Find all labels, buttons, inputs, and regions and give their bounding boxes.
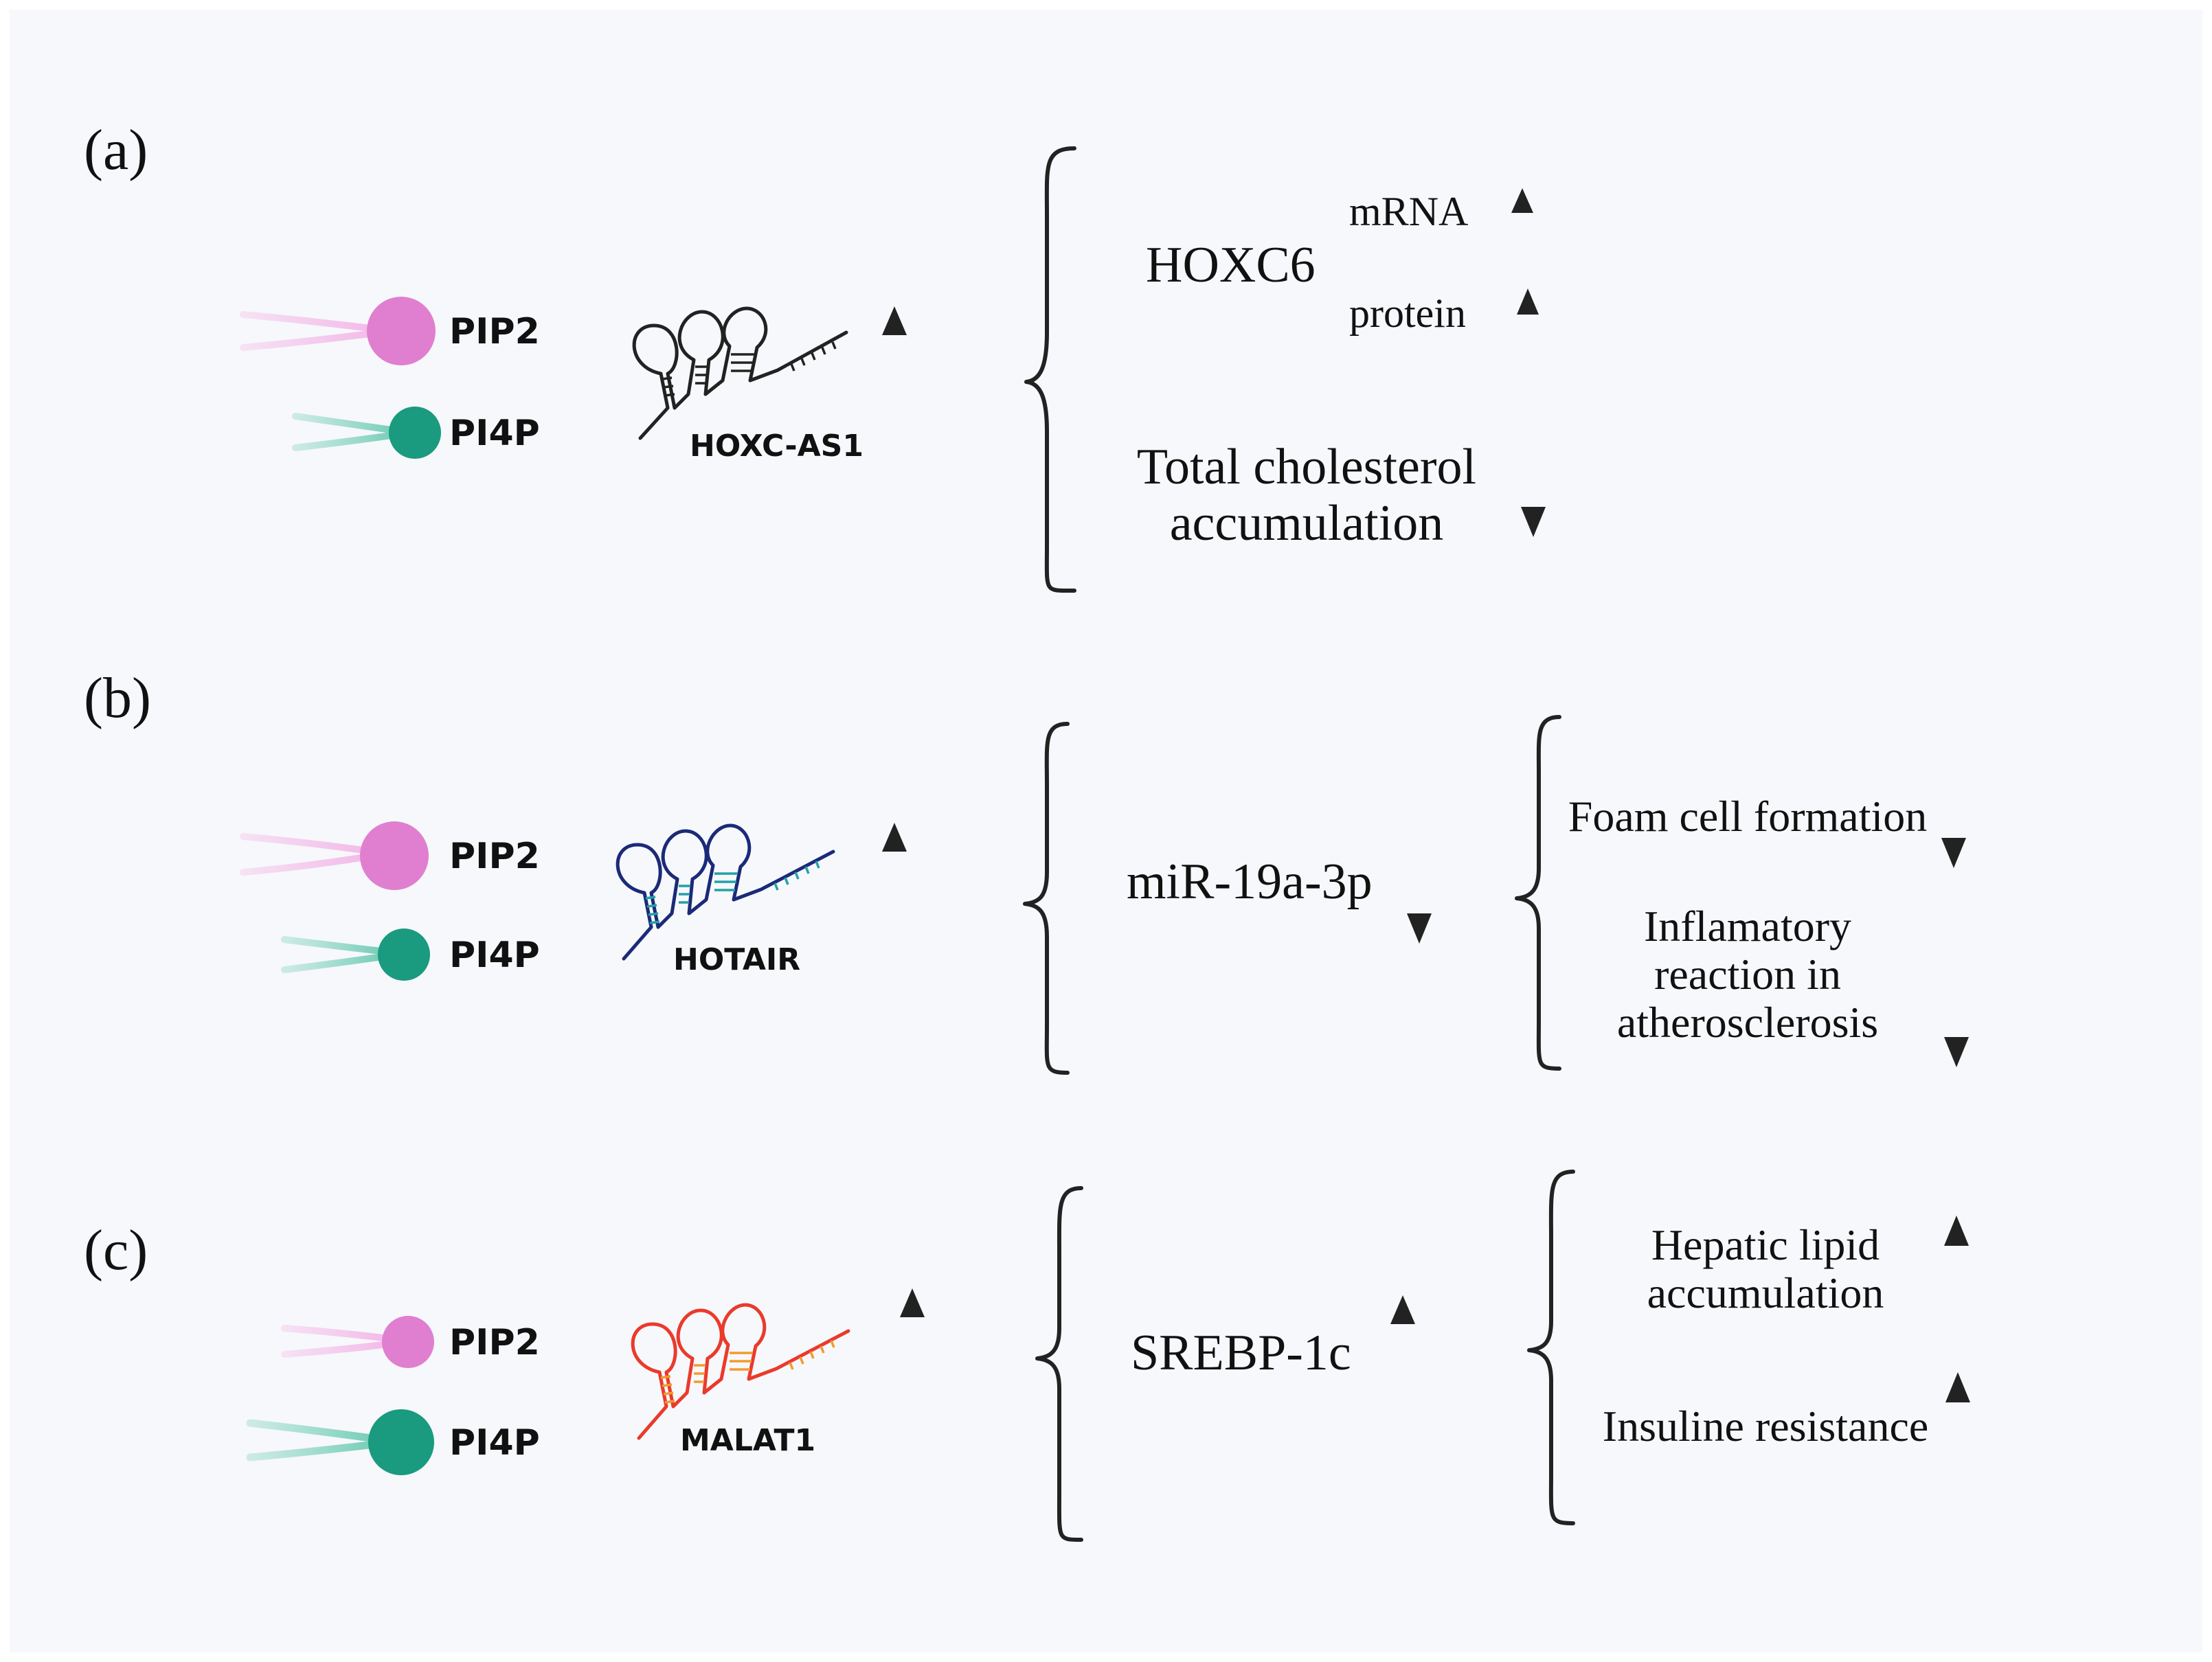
panel-a-brace bbox=[1024, 146, 1076, 593]
panel-c-brace-1 bbox=[1035, 1186, 1083, 1542]
pip2-lipid-icon bbox=[240, 821, 429, 890]
pi4p-lipid-icon bbox=[246, 1409, 434, 1475]
figure-canvas: (a) PIP2 PI4P HOXC-AS1 bbox=[84, 118, 1970, 1542]
hoxc-as1-up-arrow bbox=[882, 306, 907, 463]
panel-c-label: (c) bbox=[84, 1218, 148, 1282]
mir19a-down-arrow bbox=[1407, 809, 1432, 944]
panel-c-brace-2 bbox=[1527, 1170, 1575, 1525]
panel-c: (c) PIP2 PI4P MALAT1 bbox=[84, 1170, 1970, 1542]
foam-cell-down-arrow bbox=[1941, 732, 1966, 868]
mir19a-label: miR-19a-3p bbox=[1127, 854, 1373, 910]
panel-b-brace-1 bbox=[1023, 722, 1070, 1075]
malat1-label: MALAT1 bbox=[680, 1423, 815, 1458]
foam-cell-label: Foam cell formation bbox=[1568, 792, 1928, 841]
pi4p-lipid-icon bbox=[292, 407, 441, 459]
panel-a: (a) PIP2 PI4P HOXC-AS1 bbox=[84, 118, 1546, 593]
panel-b-brace-2 bbox=[1515, 715, 1561, 1071]
figure-background: (a) PIP2 PI4P HOXC-AS1 bbox=[10, 10, 2202, 1652]
hotair-up-arrow bbox=[882, 823, 907, 978]
protein-label: protein bbox=[1349, 291, 1466, 336]
srebp1c-label: SREBP-1c bbox=[1131, 1325, 1351, 1381]
pi4p-lipid-icon bbox=[281, 929, 430, 981]
malat1-lncrna-icon bbox=[631, 1303, 850, 1440]
inflammatory-label-line1: Inflamatory bbox=[1644, 902, 1851, 950]
pip2-label: PIP2 bbox=[449, 311, 540, 352]
panel-b: (b) PIP2 PI4P HOTAIR bbox=[84, 666, 1969, 1075]
panel-a-label: (a) bbox=[84, 118, 148, 182]
pi4p-label: PI4P bbox=[449, 935, 540, 976]
pi4p-label: PI4P bbox=[449, 413, 540, 454]
panel-b-label: (b) bbox=[84, 666, 151, 730]
hotair-label: HOTAIR bbox=[673, 942, 800, 977]
pip2-label: PIP2 bbox=[449, 836, 540, 877]
mrna-label: mRNA bbox=[1349, 189, 1468, 234]
protein-up-arrow bbox=[1517, 288, 1539, 353]
pip2-label: PIP2 bbox=[449, 1322, 540, 1363]
pi4p-label: PI4P bbox=[449, 1422, 540, 1464]
cholesterol-down-arrow bbox=[1521, 400, 1546, 537]
hepatic-lipid-label-line1: Hepatic lipid bbox=[1651, 1220, 1880, 1269]
inflammatory-down-arrow bbox=[1944, 930, 1969, 1067]
hoxc-as1-label: HOXC-AS1 bbox=[690, 429, 864, 464]
malat1-up-arrow bbox=[900, 1288, 925, 1445]
srebp1c-up-arrow bbox=[1390, 1295, 1415, 1404]
hoxc6-label: HOXC6 bbox=[1146, 237, 1316, 293]
insulin-resistance-label: Insuline resistance bbox=[1603, 1402, 1929, 1450]
inflammatory-label-line3: atherosclerosis bbox=[1617, 998, 1878, 1047]
cholesterol-label-line1: Total cholesterol bbox=[1137, 439, 1476, 495]
pip2-lipid-icon bbox=[240, 297, 436, 365]
hepatic-lipid-up-arrow bbox=[1944, 1216, 1969, 1321]
mrna-up-arrow bbox=[1511, 188, 1533, 250]
pip2-lipid-icon bbox=[281, 1316, 434, 1368]
hoxc-as1-lncrna-icon bbox=[632, 306, 848, 440]
hepatic-lipid-label-line2: accumulation bbox=[1647, 1268, 1884, 1317]
hotair-lncrna-icon bbox=[616, 823, 835, 961]
cholesterol-label-line2: accumulation bbox=[1170, 495, 1444, 551]
inflammatory-label-line2: reaction in bbox=[1654, 950, 1841, 999]
insulin-resistance-up-arrow bbox=[1945, 1372, 1970, 1479]
